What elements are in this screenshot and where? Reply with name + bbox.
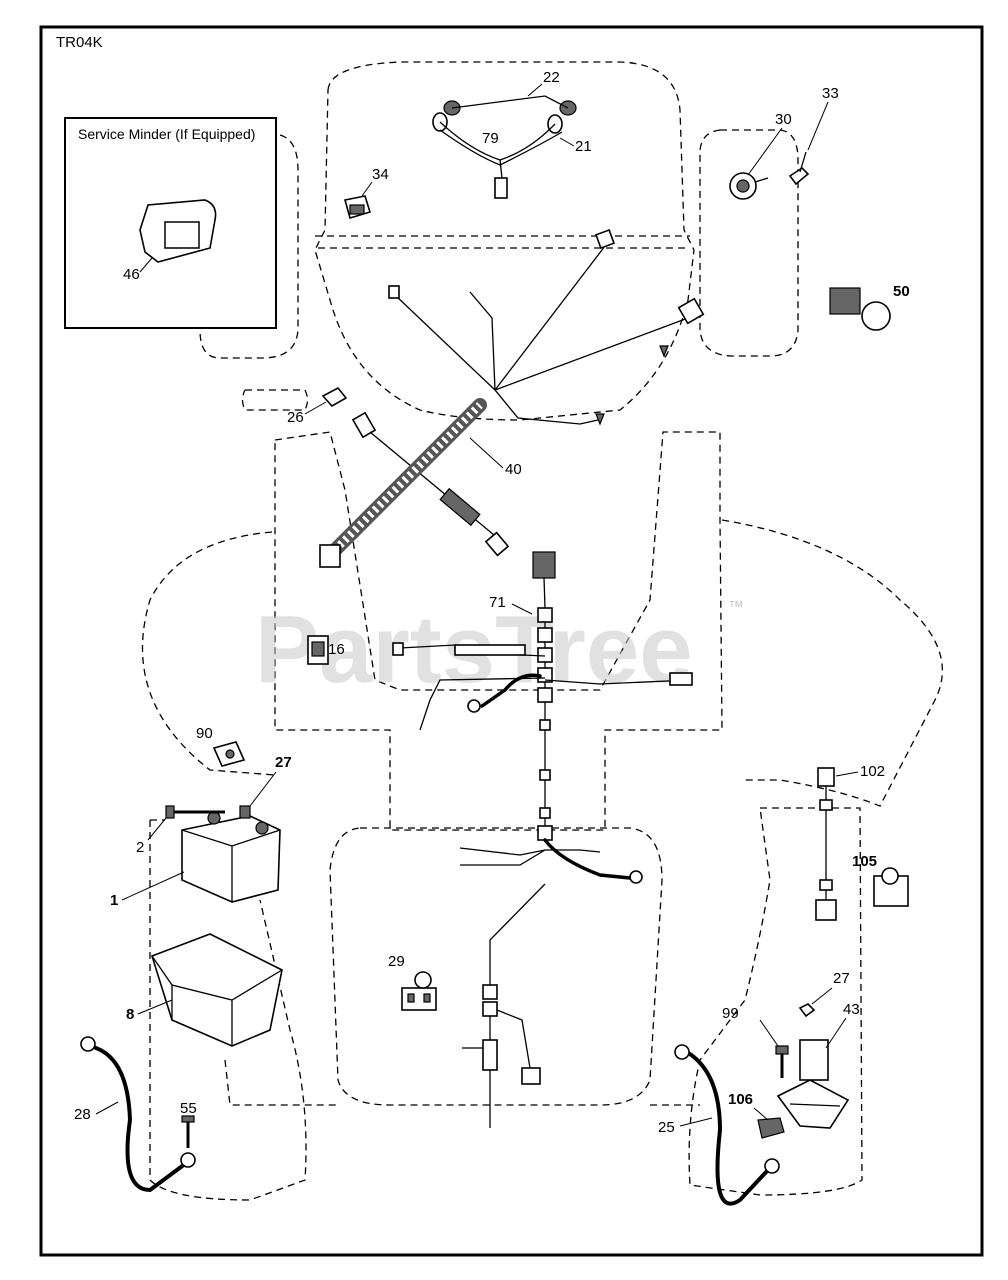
service-minder-inset: Service Minder (If Equipped) 46 [64, 117, 277, 329]
dash-harness-wires [388, 229, 705, 426]
service-minder-part[interactable] [139, 199, 217, 263]
part-55-bolt[interactable] [181, 1115, 195, 1148]
leader-line [139, 257, 153, 273]
part-28-battery-cable[interactable] [80, 1036, 196, 1193]
part-71-harness[interactable] [392, 551, 693, 884]
callout-label: 8 [126, 1006, 134, 1023]
part-43-starter-solenoid[interactable] [776, 1039, 850, 1129]
lower-harness [462, 883, 546, 1128]
part-34-switch[interactable] [343, 195, 372, 220]
leader-line [147, 817, 167, 841]
callout-label: 102 [860, 763, 885, 780]
callout-label: 90 [196, 725, 213, 742]
part-90-bracket[interactable] [212, 741, 246, 767]
callout-label: 71 [489, 594, 506, 611]
callout-label: 27 [833, 970, 850, 987]
callout-label: 30 [775, 111, 792, 128]
callout-label: 43 [843, 1001, 860, 1018]
leader-line [137, 999, 173, 1015]
leader-line [95, 1101, 119, 1115]
callout-label: 46 [123, 266, 140, 283]
part-25-cable[interactable] [674, 1044, 780, 1206]
svg-text:™: ™ [728, 599, 744, 616]
callout-label: 22 [543, 69, 560, 86]
callout-label: 21 [575, 138, 592, 155]
leader-line [679, 1117, 713, 1127]
part-33-clip[interactable] [788, 151, 810, 186]
part-27-nut[interactable] [239, 805, 251, 819]
leader-line [811, 987, 833, 1005]
leader-line [759, 1019, 779, 1047]
part-27-nut-right[interactable] [798, 1003, 816, 1018]
leader-line [753, 1107, 769, 1121]
leader-line [527, 83, 543, 97]
callout-label: 99 [722, 1005, 739, 1022]
part-50-pto-switch[interactable] [829, 287, 891, 331]
callout-label: 40 [505, 461, 522, 478]
callout-label: 34 [372, 166, 389, 183]
leader-line [249, 771, 277, 807]
leader-line [361, 181, 373, 197]
callout-label: 33 [822, 85, 839, 102]
callout-label: 105 [852, 853, 877, 870]
callout-label: 50 [893, 283, 910, 300]
callout-label: 29 [388, 953, 405, 970]
diagram-frame [39, 25, 984, 1257]
callout-label: 79 [482, 130, 499, 147]
leader-line [825, 1017, 847, 1049]
leader-line [807, 101, 829, 151]
callout-label: 55 [180, 1100, 197, 1117]
callout-label: 16 [328, 641, 345, 658]
part-8-battery-tray[interactable] [151, 933, 283, 1047]
tractor-ghost-outline [141, 61, 943, 1201]
part-30-ignition-switch[interactable] [729, 172, 769, 200]
callout-label: 2 [136, 839, 144, 856]
callout-label: 1 [110, 892, 118, 909]
part-102-harness[interactable] [815, 767, 837, 921]
part-2-bolt[interactable] [165, 805, 225, 819]
leader-line [121, 871, 185, 901]
callout-label: 106 [728, 1091, 753, 1108]
part-26-fuse[interactable] [321, 386, 348, 408]
headlight-harness[interactable] [432, 95, 577, 199]
part-40-main-harness[interactable] [319, 398, 510, 568]
inset-title: Service Minder (If Equipped) [78, 126, 255, 142]
callout-label: 28 [74, 1106, 91, 1123]
part-1-battery[interactable] [181, 811, 281, 903]
leader-line [304, 401, 327, 415]
diagram-code: TR04K [56, 34, 103, 51]
part-29-solenoid[interactable] [401, 971, 437, 1011]
leader-line [835, 771, 859, 777]
part-99-bolt[interactable] [775, 1045, 789, 1078]
callout-label: 25 [658, 1119, 675, 1136]
part-106-connector[interactable] [757, 1117, 785, 1139]
callout-label: 26 [287, 409, 304, 426]
leader-line [469, 437, 504, 469]
leader-line [747, 127, 783, 176]
part-16-relay[interactable] [307, 635, 329, 665]
leader-line [559, 137, 575, 147]
leader-line [511, 603, 533, 615]
callout-label: 27 [275, 754, 292, 771]
part-105-switch[interactable] [873, 867, 909, 907]
